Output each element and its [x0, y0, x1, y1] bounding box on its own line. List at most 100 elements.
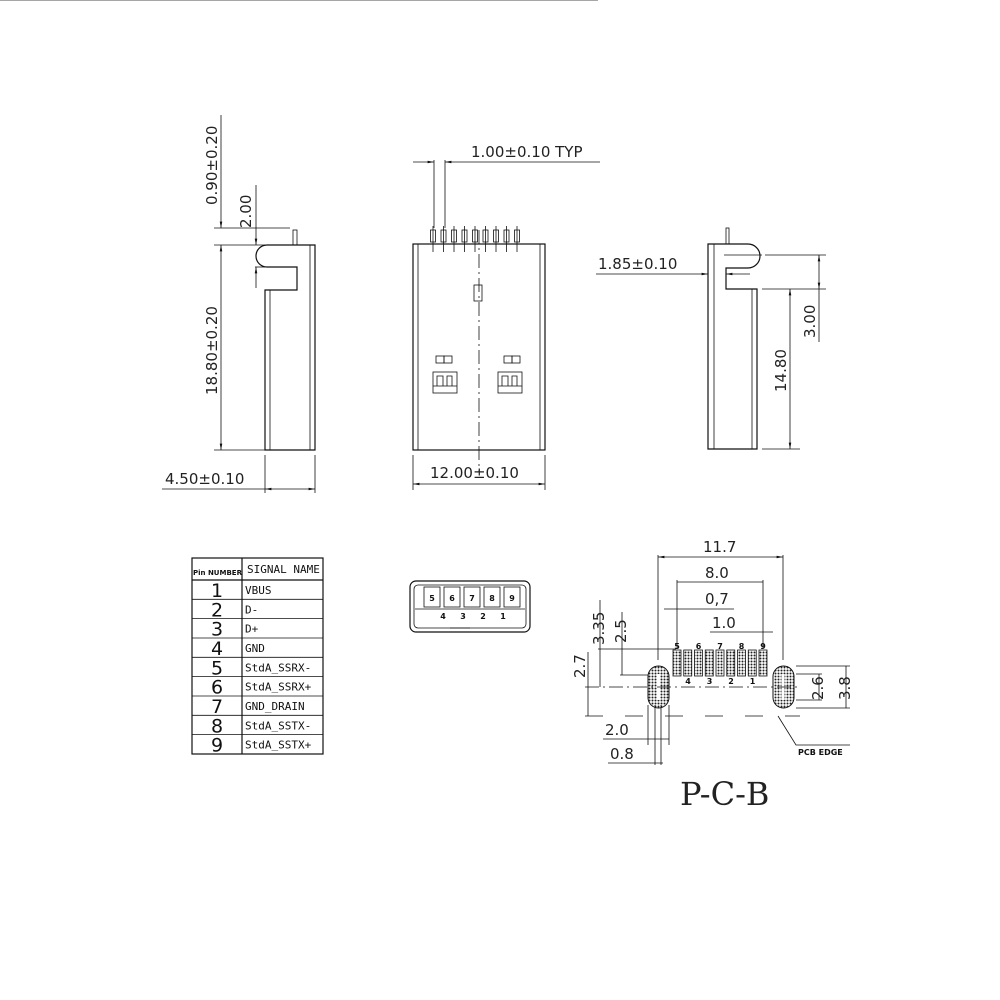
- pad-label: 9: [760, 642, 766, 651]
- signal-name: GND: [245, 642, 265, 655]
- dim-notch: 3.00: [801, 305, 819, 338]
- pcb-pad: [683, 649, 693, 677]
- pad-label: 4: [685, 677, 691, 686]
- side-body-outline: [255, 244, 316, 451]
- dim-2-5: 2.5: [612, 619, 630, 643]
- face-pin-label: 2: [480, 612, 486, 621]
- pin-number: 6: [211, 677, 223, 699]
- contact-slot: [483, 586, 501, 608]
- dim-2-0: 2.0: [605, 721, 629, 739]
- table-row: 7 GND_DRAIN: [211, 696, 305, 718]
- latch-right: [497, 355, 523, 394]
- pin-number: 8: [211, 715, 223, 737]
- front-body: [412, 243, 546, 451]
- dim-overall: 11.7: [703, 538, 736, 556]
- pin-number: 2: [211, 599, 223, 621]
- table-row: 4 GND: [211, 638, 265, 660]
- latch-left: [432, 355, 458, 394]
- pad-label: 2: [728, 677, 734, 686]
- pad-label: 7: [717, 642, 723, 651]
- face-pin-label: 8: [489, 594, 495, 603]
- pad-label: 1: [750, 677, 756, 686]
- pin: [292, 229, 298, 246]
- front-view: 1.00±0.10 TYP 12.00±0.10: [412, 143, 600, 490]
- pin-number: 5: [211, 657, 223, 679]
- pcb-pad: [747, 649, 757, 677]
- dim-3-35: 3.35: [590, 612, 608, 645]
- dim-length: 14.80: [772, 349, 790, 392]
- contact-slot: [423, 586, 441, 608]
- dim-0-8: 0.8: [610, 745, 634, 763]
- pcb-footprint: 11.7 8.0 0,7 1.0 3.35 2.5 2.7 2.0 0.8 2.…: [0, 0, 854, 813]
- dim-top-offset: 0.90±0.20: [203, 126, 221, 205]
- face-pin-label: 7: [469, 594, 475, 603]
- pcb-edge-label: PCB EDGE: [798, 748, 843, 757]
- pin: [725, 227, 730, 245]
- signal-name: StdA_SSTX+: [245, 739, 312, 752]
- header-pin-number: Pin NUMBER: [193, 569, 243, 577]
- pcb-pad: [672, 649, 682, 677]
- face-pin-label: 1: [500, 612, 506, 621]
- signal-name: D+: [245, 623, 259, 636]
- face-pin-label: 9: [509, 594, 515, 603]
- pin: [493, 226, 499, 252]
- side-body-outline: [707, 243, 761, 450]
- dim-pitch: 1.0: [712, 614, 736, 632]
- left-side-view: 0.90±0.20 2.00 18.80±0.20 4.50±0.10: [162, 115, 316, 493]
- face-pin-label: 3: [460, 612, 466, 621]
- pin-number: 1: [211, 580, 223, 602]
- table-row: 2 D-: [211, 599, 258, 621]
- pin: [430, 226, 436, 252]
- face-pin-label: 5: [429, 594, 435, 603]
- pin-number: 7: [211, 696, 223, 718]
- pin: [440, 226, 447, 252]
- table-row: 3 D+: [211, 619, 259, 641]
- pad-label: 3: [707, 677, 713, 686]
- pad-label: 8: [739, 642, 745, 651]
- table-row: 5 StdA_SSRX-: [211, 657, 311, 679]
- dim-height: 18.80±0.20: [203, 306, 221, 395]
- connector-face-view: 5 6 7 8 9 4 3 2 1: [409, 580, 531, 633]
- signal-name: StdA_SSTX-: [245, 719, 311, 732]
- dim-width: 12.00±0.10: [430, 464, 519, 482]
- signal-name: VBUS: [245, 584, 272, 597]
- pin-number: 9: [211, 735, 223, 757]
- dim-pad-span: 8.0: [705, 564, 729, 582]
- pin: [451, 226, 457, 252]
- table-row: 1 VBUS: [211, 580, 272, 602]
- pcb-pad: [704, 649, 714, 677]
- table-row: 6 StdA_SSRX+: [211, 677, 312, 699]
- pin-number: 3: [211, 619, 223, 641]
- signal-name: GND_DRAIN: [245, 700, 305, 713]
- dim-gap: 1.85±0.10: [598, 255, 677, 273]
- key-slot: [473, 284, 483, 302]
- contact-slot: [463, 586, 481, 608]
- dim-thickness: 4.50±0.10: [165, 470, 244, 488]
- table-row: 9 StdA_SSTX+: [211, 735, 312, 757]
- table-row: 8 StdA_SSTX-: [211, 715, 311, 737]
- pin: [482, 226, 489, 252]
- pcb-pad: [694, 649, 703, 677]
- pcb-pad: [758, 649, 768, 677]
- header-signal-name: SIGNAL NAME: [247, 563, 320, 576]
- contact-slot: [443, 586, 461, 608]
- contact-slot: [503, 586, 521, 608]
- face-pin-label: 6: [449, 594, 455, 603]
- pcb-pad: [726, 649, 736, 677]
- signal-name: StdA_SSRX+: [245, 681, 312, 694]
- dim-3-8: 3.8: [836, 676, 854, 700]
- pcb-pad: [715, 649, 725, 677]
- pin: [503, 226, 510, 252]
- dim-pad-width: 0,7: [705, 590, 729, 608]
- face-pin-label: 4: [440, 612, 446, 621]
- dim-pitch: 1.00±0.10 TYP: [471, 143, 583, 161]
- signal-name: StdA_SSRX-: [245, 661, 311, 674]
- pin: [514, 226, 520, 252]
- pin-number: 4: [211, 638, 223, 660]
- dim-2-6: 2.6: [809, 676, 827, 700]
- right-side-view: 1.85±0.10 3.00 14.80: [596, 227, 826, 450]
- signal-name: D-: [245, 603, 258, 616]
